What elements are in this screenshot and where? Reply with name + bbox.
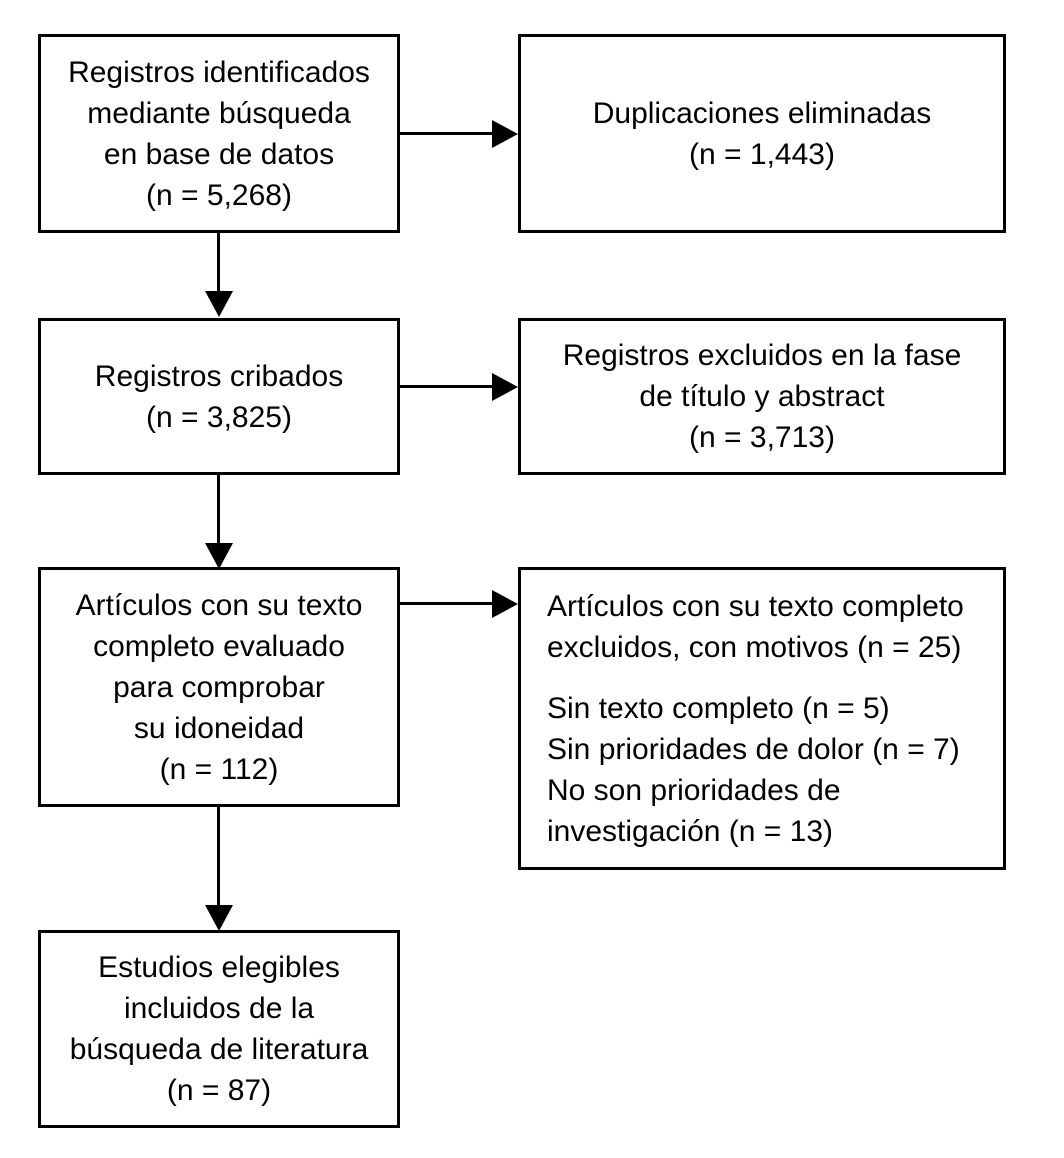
box-records-excluded-screening: Registros excluidos en la fase de título… xyxy=(518,318,1006,475)
box-fulltext-assessed: Artículos con su texto completo evaluado… xyxy=(38,567,400,807)
box-studies-included: Estudios elegibles incluidos de la búsqu… xyxy=(38,930,400,1128)
box-fulltext-excluded-reason-1: Sin texto completo (n = 5) xyxy=(547,691,890,725)
box-fulltext-excluded-reason-3a: No son prioridades de xyxy=(547,773,841,807)
box-studies-included-line-3: búsqueda de literatura xyxy=(69,1033,369,1066)
box-records-identified-line-2: mediante búsqueda xyxy=(87,96,351,130)
box-records-screened: Registros cribados (n = 3,825) xyxy=(38,318,400,475)
box-records-identified: Registros identificados mediante búsqued… xyxy=(38,34,400,233)
box-fulltext-excluded-line-1: Artículos con su texto completo xyxy=(547,589,964,623)
box-records-screened-count: (n = 3,825) xyxy=(146,400,292,434)
box-fulltext-assessed-line-2: completo evaluado xyxy=(93,629,345,663)
box-fulltext-assessed-line-1: Artículos con su texto xyxy=(75,588,363,622)
box-fulltext-assessed-line-3: para comprobar xyxy=(113,670,325,704)
box-fulltext-assessed-line-4: su idoneidad xyxy=(133,711,305,745)
box-fulltext-excluded-reason-2: Sin prioridades de dolor (n = 7) xyxy=(547,732,960,766)
box-records-excluded-screening-line-2: de título y abstract xyxy=(639,380,885,413)
box-studies-included-count: (n = 87) xyxy=(166,1074,272,1107)
box-fulltext-excluded: Artículos con su texto completo excluido… xyxy=(518,567,1006,870)
box-records-excluded-screening-line-1: Registros excluidos en la fase xyxy=(562,339,962,372)
box-fulltext-excluded-reason-3b: investigación (n = 13) xyxy=(547,814,833,848)
box-records-screened-line-1: Registros cribados xyxy=(94,359,344,393)
box-fulltext-assessed-count: (n = 112) xyxy=(159,752,279,786)
box-records-identified-line-1: Registros identificados xyxy=(68,55,370,89)
box-records-identified-count: (n = 5,268) xyxy=(146,178,292,212)
box-duplicates-removed-count: (n = 1,443) xyxy=(689,137,835,171)
box-duplicates-removed: Duplicaciones eliminadas (n = 1,443) xyxy=(518,34,1006,233)
box-duplicates-removed-line-1: Duplicaciones eliminadas xyxy=(592,96,932,130)
box-studies-included-line-1: Estudios elegibles xyxy=(98,951,340,984)
box-studies-included-line-2: incluidos de la xyxy=(123,992,315,1025)
box-records-excluded-screening-count: (n = 3,713) xyxy=(689,421,835,454)
box-fulltext-excluded-line-2: excluidos, con motivos (n = 25) xyxy=(547,630,962,664)
box-records-identified-line-3: en base de datos xyxy=(103,137,335,171)
